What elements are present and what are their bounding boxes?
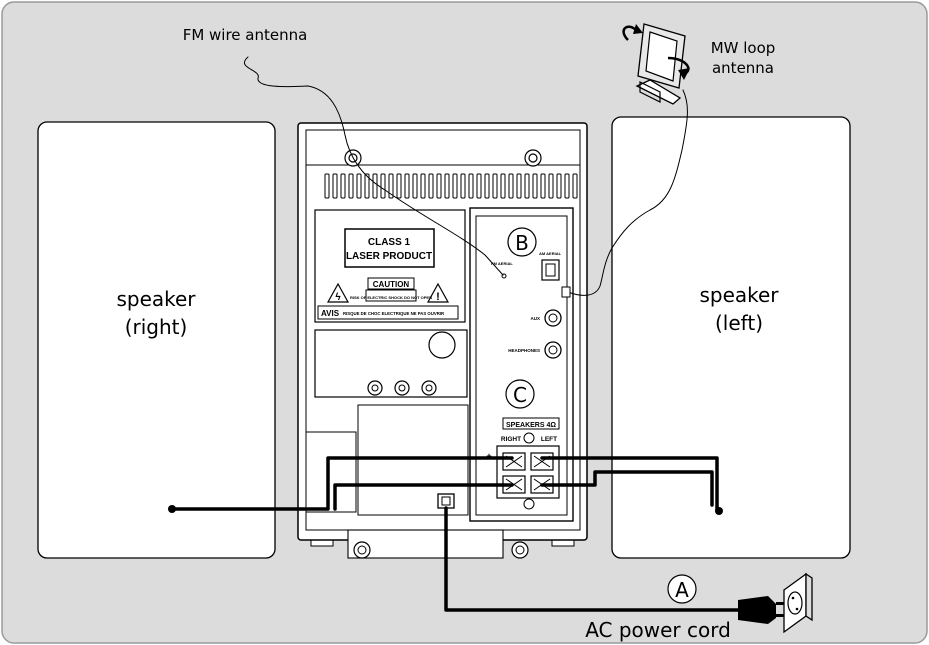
fm-antenna-label: FM wire antenna — [183, 26, 308, 44]
speaker-cable-right — [168, 456, 514, 513]
caution-small-text: RISK OF ELECTRIC SHOCK DO NOT OPEN — [350, 295, 432, 300]
warning-icon-right: ! — [436, 291, 440, 303]
avis-small-text: RISQUE DE CHOC ELECTRIQUE NE PAS OUVRIR — [343, 311, 445, 316]
speaker-right-connector — [168, 505, 176, 513]
ac-cord-label: AC power cord — [585, 618, 731, 642]
marker-a: A — [667, 574, 697, 604]
speaker-left-connector — [715, 507, 723, 515]
vent-slot — [396, 173, 402, 199]
marker-b-letter: B — [515, 231, 529, 255]
plus-terminal-label: + — [486, 451, 491, 461]
vent-slot — [492, 173, 498, 199]
vent-slot — [388, 173, 394, 199]
vent-slot — [548, 173, 554, 199]
vent-slot — [404, 173, 410, 199]
speaker-left-label-line2: (left) — [715, 311, 763, 335]
vent-slot — [468, 173, 474, 199]
speaker-right-box — [37, 121, 276, 559]
vent-slot — [564, 173, 570, 199]
laser-label-line2: LASER PRODUCT — [346, 251, 432, 262]
vent-slot — [452, 173, 458, 199]
ac-power-cord — [444, 506, 813, 634]
vent-slot — [340, 173, 346, 199]
vent-slot — [324, 173, 330, 199]
right-terminal-label: RIGHT — [501, 436, 521, 443]
speaker-cable-left — [540, 456, 723, 515]
vent-slot — [500, 173, 506, 199]
vent-slot — [516, 173, 522, 199]
vent-slot — [476, 173, 482, 199]
vent-slot — [484, 173, 490, 199]
vent-slot — [540, 173, 546, 199]
marker-b: B — [507, 227, 537, 257]
mw-antenna-label-line1: MW loop — [711, 39, 776, 57]
wall-socket-icon — [783, 572, 813, 634]
warning-icon-left: ϟ — [335, 292, 341, 303]
vent-slot — [348, 173, 354, 199]
vent-slot — [436, 173, 442, 199]
speaker-left-box — [611, 116, 851, 559]
vent-slot — [572, 173, 578, 199]
vent-slot — [556, 173, 562, 199]
am-aerial-label: AM AERIAL — [539, 251, 562, 256]
fm-wire-antenna — [244, 56, 504, 276]
vent-slot — [412, 173, 418, 199]
vent-slot — [508, 173, 514, 199]
laser-label-line1: CLASS 1 — [368, 237, 411, 248]
vent-slot — [372, 173, 378, 199]
avis-label: AVIS — [321, 309, 340, 318]
marker-a-letter: A — [675, 578, 689, 602]
marker-c-letter: C — [513, 383, 527, 407]
fm-aerial-label: FM AERIAL — [491, 261, 513, 266]
marker-c: C — [505, 379, 535, 409]
vent-slot — [524, 173, 530, 199]
vent-slot — [420, 173, 426, 199]
caution-label: CAUTION — [373, 280, 410, 289]
left-terminal-label: LEFT — [541, 436, 557, 443]
main-unit — [297, 122, 588, 559]
vent-slot — [444, 173, 450, 199]
vent-slot — [364, 173, 370, 199]
mw-loop-antenna — [561, 23, 690, 298]
vent-slot — [356, 173, 362, 199]
aux-label: AUX — [530, 316, 540, 321]
mw-antenna-label-line2: antenna — [712, 59, 774, 77]
speaker-right-label-line2: (right) — [125, 315, 188, 339]
vent-slot — [460, 173, 466, 199]
vent-slot — [532, 173, 538, 199]
vent-slot — [380, 173, 386, 199]
plug-icon — [738, 596, 776, 624]
speakers-terminal-label: SPEAKERS 4Ω — [506, 422, 556, 429]
vent-slot — [332, 173, 338, 199]
speaker-right-label-line1: speaker — [116, 287, 196, 311]
vent-slot — [428, 173, 434, 199]
speaker-left-label-line1: speaker — [699, 283, 779, 307]
headphones-label: HEADPHONES — [508, 348, 540, 353]
